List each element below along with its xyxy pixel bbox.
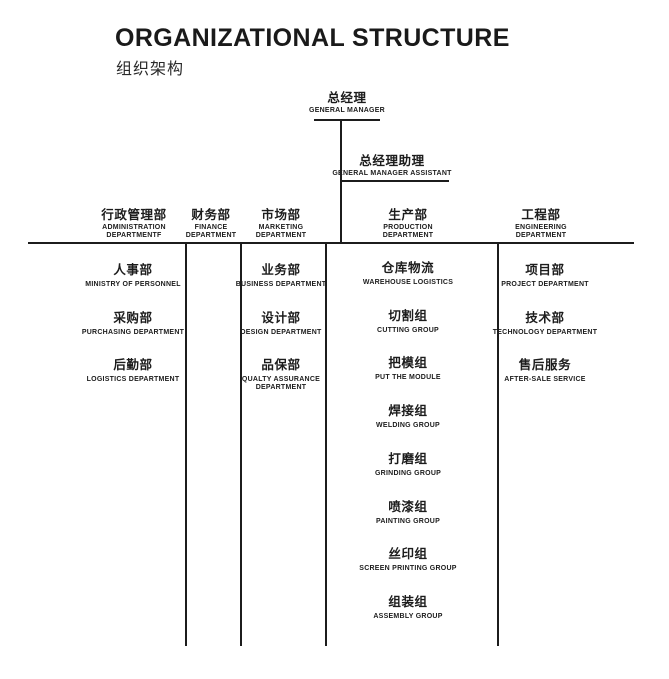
divider-line-admin-finance bbox=[185, 244, 187, 646]
gm-node: 总经理 GENERAL MANAGER bbox=[309, 92, 385, 115]
node-en-label: WELDING GROUP bbox=[376, 422, 440, 429]
node-zh-label: 喷漆组 bbox=[388, 500, 428, 514]
dept-production-en-label: PRODUCTION DEPARTMENT bbox=[382, 224, 434, 239]
node-grinding-group: 打磨组 GRINDING GROUP bbox=[375, 453, 441, 478]
node-en-label: SCREEN PRINTING GROUP bbox=[359, 565, 457, 572]
node-after-sale-service: 售后服务 AFTER-SALE SERVICE bbox=[504, 359, 585, 384]
node-zh-label: 切割组 bbox=[388, 309, 428, 323]
node-en-label: PUT THE MODULE bbox=[375, 374, 441, 381]
dept-administration-zh-label: 行政管理部 bbox=[101, 208, 167, 222]
node-technology-department: 技术部 TECHNOLOGY DEPARTMENT bbox=[493, 312, 598, 337]
dept-finance-zh-label: 财务部 bbox=[191, 208, 231, 222]
node-warehouse-logistics: 仓库物流 WAREHOUSE LOGISTICS bbox=[363, 262, 453, 287]
dept-header-engineering: 工程部 ENGINEERING DEPARTMENT bbox=[515, 209, 567, 240]
node-zh-label: 项目部 bbox=[525, 263, 565, 277]
dept-administration-en-label: ADMINISTRATION DEPARTMENTF bbox=[102, 224, 166, 239]
node-ministry-of-personnel: 人事部 MINISTRY OF PERSONNEL bbox=[85, 264, 180, 289]
node-en-label: GRINDING GROUP bbox=[374, 470, 442, 477]
node-zh-label: 焊接组 bbox=[388, 404, 428, 418]
gm-assistant-zh-label: 总经理助理 bbox=[359, 154, 425, 168]
node-zh-label: 把模组 bbox=[388, 356, 428, 370]
dept-marketing-en-label: MARKETING DEPARTMENT bbox=[255, 224, 307, 239]
node-zh-label: 组装组 bbox=[388, 595, 428, 609]
dept-header-administration: 行政管理部 ADMINISTRATION DEPARTMENTF bbox=[101, 209, 167, 240]
node-en-label: AFTER-SALE SERVICE bbox=[504, 376, 586, 383]
dept-production-zh-label: 生产部 bbox=[388, 208, 428, 222]
gm-en-label: GENERAL MANAGER bbox=[309, 107, 385, 114]
node-en-label: BUSINESS DEPARTMENT bbox=[235, 281, 327, 288]
divider-line-marketing-production bbox=[325, 244, 327, 646]
dept-engineering-zh-label: 工程部 bbox=[521, 208, 561, 222]
node-en-label: TECHNOLOGY DEPARTMENT bbox=[492, 329, 598, 336]
node-en-label: LOGISTICS DEPARTMENT bbox=[86, 376, 180, 383]
node-zh-label: 丝印组 bbox=[388, 547, 428, 561]
node-en-label: CUTTING GROUP bbox=[377, 327, 439, 334]
gm-assistant-node: 总经理助理 GENERAL MANAGER ASSISTANT bbox=[332, 155, 451, 178]
node-en-label: DESIGN DEPARTMENT bbox=[240, 329, 322, 336]
node-design-department: 设计部 DESIGN DEPARTMENT bbox=[240, 312, 321, 337]
node-zh-label: 品保部 bbox=[261, 358, 301, 372]
dept-header-marketing: 市场部 MARKETING DEPARTMENT bbox=[256, 209, 307, 240]
node-en-label: PURCHASING DEPARTMENT bbox=[81, 329, 185, 336]
node-quality-assurance-department: 品保部 QUALTY ASSURANCE DEPARTMENT bbox=[242, 359, 320, 392]
node-en-label: QUALTY ASSURANCE DEPARTMENT bbox=[241, 376, 321, 391]
dept-header-production: 生产部 PRODUCTION DEPARTMENT bbox=[383, 209, 434, 240]
node-cutting-group: 切割组 CUTTING GROUP bbox=[377, 310, 439, 335]
node-en-label: MINISTRY OF PERSONNEL bbox=[85, 281, 181, 288]
department-connector-line bbox=[28, 242, 634, 244]
node-zh-label: 人事部 bbox=[113, 263, 153, 277]
dept-engineering-en-label: ENGINEERING DEPARTMENT bbox=[515, 224, 567, 239]
node-zh-label: 技术部 bbox=[525, 311, 565, 325]
node-logistics-department: 后勤部 LOGISTICS DEPARTMENT bbox=[87, 359, 180, 384]
node-en-label: WAREHOUSE LOGISTICS bbox=[362, 279, 454, 286]
node-en-label: PROJECT DEPARTMENT bbox=[501, 281, 589, 288]
node-zh-label: 打磨组 bbox=[388, 452, 428, 466]
node-en-label: ASSEMBLY GROUP bbox=[373, 613, 443, 620]
node-zh-label: 设计部 bbox=[261, 311, 301, 325]
assistant-underline-line bbox=[341, 180, 449, 182]
page-subtitle: 组织架构 bbox=[116, 61, 185, 78]
node-welding-group: 焊接组 WELDING GROUP bbox=[376, 405, 440, 430]
node-zh-label: 后勤部 bbox=[113, 358, 153, 372]
page-title: ORGANIZATIONAL STRUCTURE bbox=[115, 24, 510, 52]
node-screen-printing-group: 丝印组 SCREEN PRINTING GROUP bbox=[359, 548, 456, 573]
node-zh-label: 采购部 bbox=[113, 311, 153, 325]
node-en-label: PAINTING GROUP bbox=[375, 518, 441, 525]
node-assembly-group: 组装组 ASSEMBLY GROUP bbox=[373, 596, 442, 621]
node-purchasing-department: 采购部 PURCHASING DEPARTMENT bbox=[82, 312, 184, 337]
node-zh-label: 仓库物流 bbox=[381, 261, 435, 275]
divider-line-production-engineering bbox=[497, 244, 499, 646]
node-zh-label: 业务部 bbox=[261, 263, 301, 277]
divider-line-finance-marketing bbox=[240, 244, 242, 646]
node-put-the-module: 把模组 PUT THE MODULE bbox=[375, 357, 441, 382]
node-business-department: 业务部 BUSINESS DEPARTMENT bbox=[236, 264, 327, 289]
gm-assistant-en-label: GENERAL MANAGER ASSISTANT bbox=[332, 170, 452, 177]
gm-underline-line bbox=[314, 119, 380, 121]
node-painting-group: 喷漆组 PAINTING GROUP bbox=[376, 501, 440, 526]
node-project-department: 项目部 PROJECT DEPARTMENT bbox=[501, 264, 589, 289]
node-zh-label: 售后服务 bbox=[518, 358, 572, 372]
dept-marketing-zh-label: 市场部 bbox=[261, 208, 301, 222]
gm-zh-label: 总经理 bbox=[327, 91, 367, 105]
dept-header-finance: 财务部 FINANCE DEPARTMENT bbox=[186, 209, 237, 240]
dept-finance-en-label: FINANCE DEPARTMENT bbox=[185, 224, 237, 239]
trunk-line bbox=[340, 120, 342, 243]
